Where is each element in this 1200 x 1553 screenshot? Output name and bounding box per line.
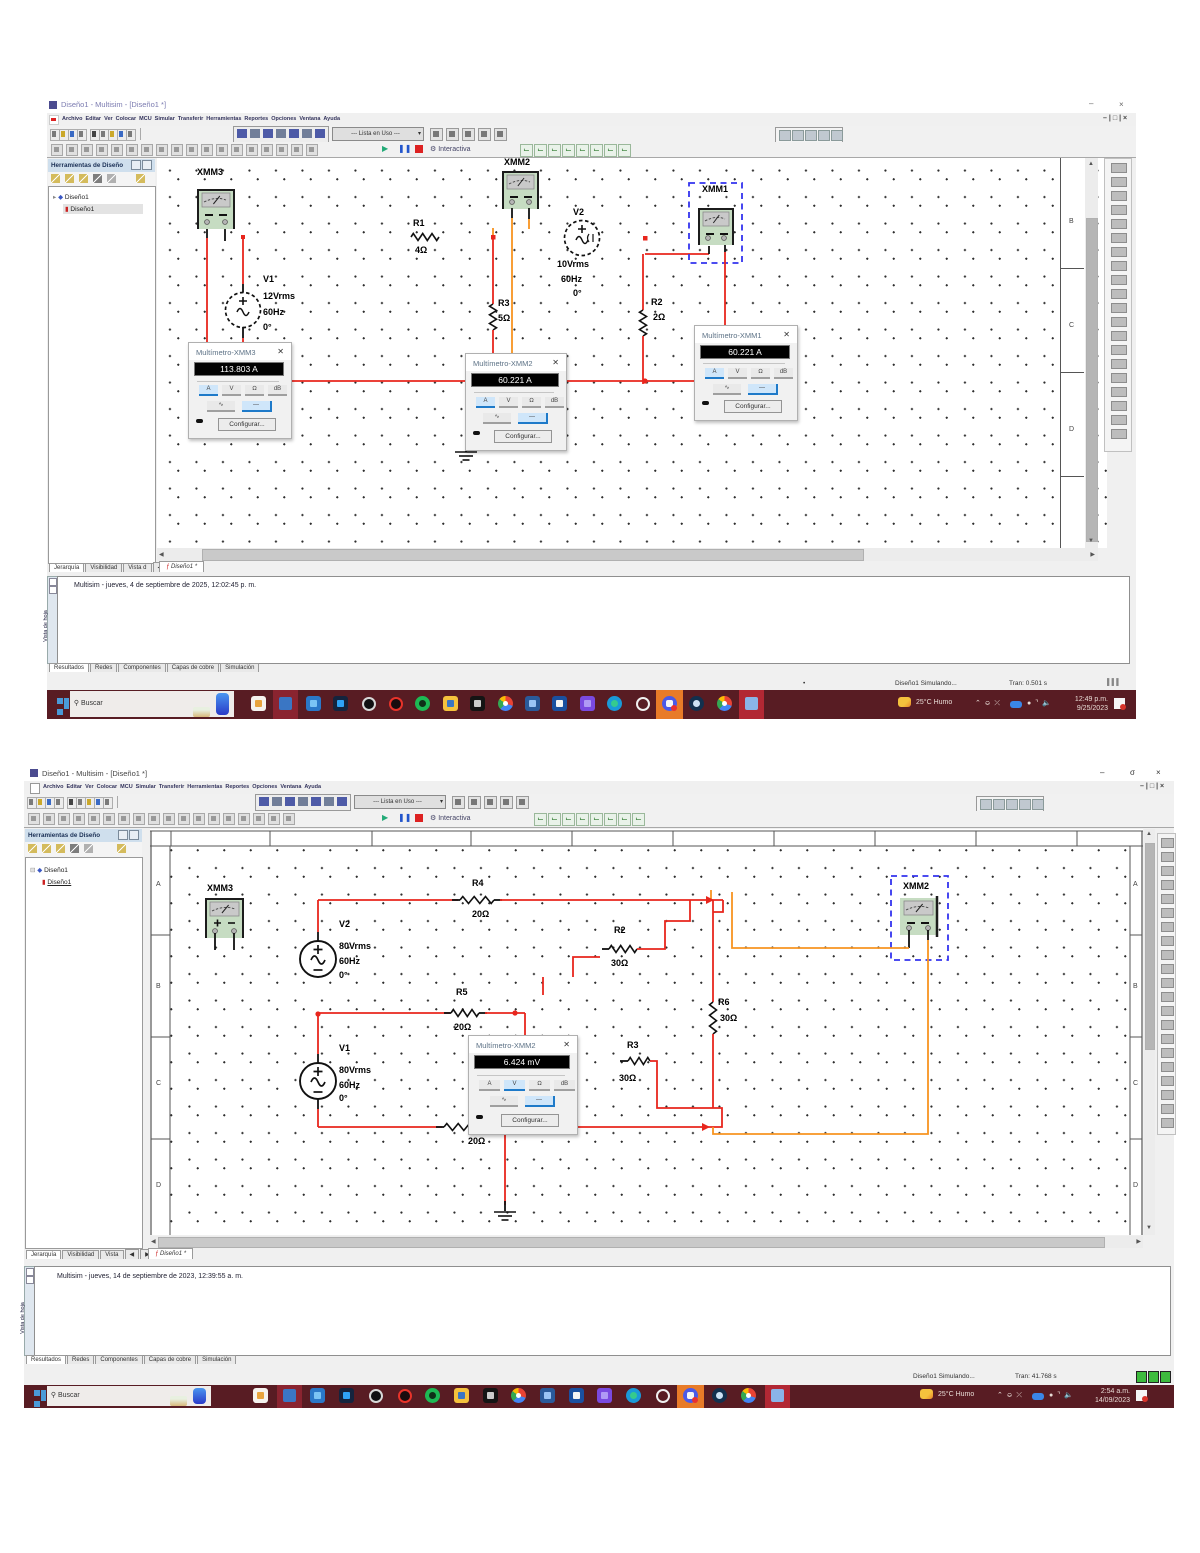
svg-text:R6: R6 <box>718 997 730 1007</box>
svg-text:60Hz: 60Hz <box>561 274 583 284</box>
svg-text:B: B <box>1133 983 1138 990</box>
svg-text:30Ω: 30Ω <box>611 958 628 968</box>
svg-text:V1: V1 <box>339 1043 350 1053</box>
svg-text:10Vrms: 10Vrms <box>557 259 589 269</box>
svg-text:XMM3: XMM3 <box>197 167 223 177</box>
svg-text:R3: R3 <box>627 1040 639 1050</box>
svg-text:20Ω: 20Ω <box>454 1022 471 1032</box>
svg-text:A: A <box>156 881 161 888</box>
svg-text:D: D <box>1133 1182 1138 1189</box>
svg-text:12Vrms: 12Vrms <box>263 291 295 301</box>
svg-text:0°: 0° <box>339 970 348 980</box>
svg-text:C: C <box>1133 1080 1138 1087</box>
svg-text:XMM1: XMM1 <box>702 184 728 194</box>
svg-text:60Hz: 60Hz <box>339 1080 361 1090</box>
svg-text:XMM3: XMM3 <box>207 883 233 893</box>
svg-text:V2: V2 <box>339 919 350 929</box>
svg-text:5Ω: 5Ω <box>498 313 510 323</box>
svg-text:20Ω: 20Ω <box>468 1136 485 1146</box>
svg-text:80Vrms: 80Vrms <box>339 941 371 951</box>
svg-text:R2: R2 <box>614 925 626 935</box>
svg-text:R2: R2 <box>651 297 663 307</box>
svg-text:30Ω: 30Ω <box>619 1073 636 1083</box>
svg-text:XMM2: XMM2 <box>903 881 929 891</box>
svg-text:4Ω: 4Ω <box>415 245 427 255</box>
svg-text:V1: V1 <box>263 274 274 284</box>
svg-text:D: D <box>156 1182 161 1189</box>
svg-text:60Hz: 60Hz <box>263 307 285 317</box>
svg-text:C: C <box>156 1080 161 1087</box>
svg-text:0°: 0° <box>573 288 582 298</box>
svg-text:R3: R3 <box>498 298 510 308</box>
svg-text:B: B <box>156 983 161 990</box>
svg-text:V2: V2 <box>573 207 584 217</box>
svg-text:0°: 0° <box>339 1093 348 1103</box>
svg-text:30Ω: 30Ω <box>720 1013 737 1023</box>
svg-text:20Ω: 20Ω <box>472 909 489 919</box>
svg-text:XMM2: XMM2 <box>504 158 530 167</box>
svg-text:R1: R1 <box>413 218 425 228</box>
svg-text:2Ω: 2Ω <box>653 312 665 322</box>
svg-text:A: A <box>1133 881 1138 888</box>
svg-text:80Vrms: 80Vrms <box>339 1065 371 1075</box>
svg-text:60Hz: 60Hz <box>339 956 361 966</box>
svg-text:R5: R5 <box>456 987 468 997</box>
svg-text:R4: R4 <box>472 878 484 888</box>
svg-text:0°: 0° <box>263 322 272 332</box>
